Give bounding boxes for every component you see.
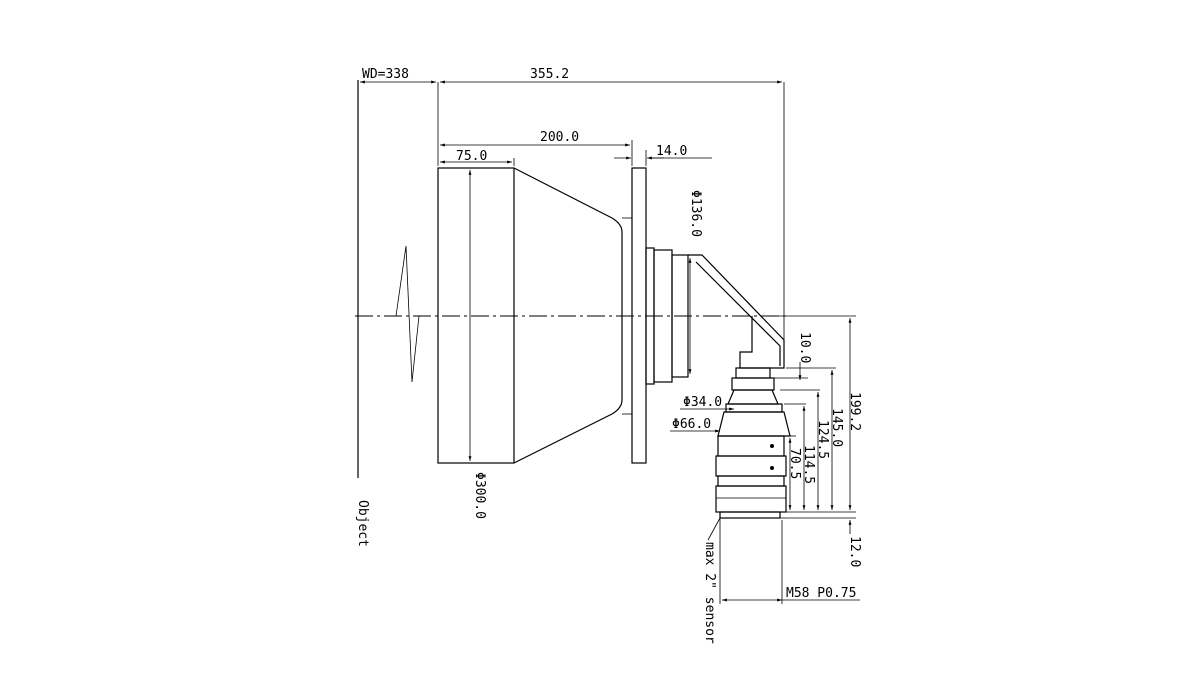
- dim-flange-thickness: 14.0: [656, 144, 687, 159]
- dim-10: 10.0: [797, 332, 812, 363]
- dim-working-distance: WD=338: [362, 67, 409, 82]
- dim-34: Φ34.0: [683, 395, 722, 410]
- dim-199: 199.2: [847, 392, 862, 431]
- dim-66: Φ66.0: [672, 417, 711, 432]
- vertical-dimensions: [707, 315, 856, 541]
- break-symbol: [395, 245, 420, 383]
- dim-124: 124.5: [815, 420, 830, 459]
- dim-mount-thread: M58 P0.75: [786, 586, 856, 601]
- dim-114: 114.5: [801, 445, 816, 484]
- flange: [631, 167, 689, 464]
- horizontal-dimensions: [360, 80, 860, 604]
- dim-12: 12.0: [847, 536, 862, 567]
- sensor-label: max 2" sensor: [702, 542, 717, 644]
- prism-housing: [688, 254, 785, 374]
- dim-total-length: 355.2: [530, 67, 569, 82]
- dim-length-200: 200.0: [540, 130, 579, 145]
- dim-front-length: 75.0: [456, 149, 487, 164]
- object-label: Object: [355, 500, 370, 547]
- dim-70: 70.5: [787, 448, 802, 479]
- dim-body-diameter: Φ136.0: [688, 190, 703, 237]
- object-plane: [357, 80, 420, 478]
- rear-assembly: [715, 367, 791, 519]
- dim-145: 145.0: [829, 408, 844, 447]
- dim-front-diameter-label: Φ300.0: [472, 472, 487, 519]
- front-cylinder: [437, 167, 632, 464]
- dimension-labels: WD=338 355.2 200.0 75.0 14.0 Φ300.0 Φ136…: [355, 67, 862, 644]
